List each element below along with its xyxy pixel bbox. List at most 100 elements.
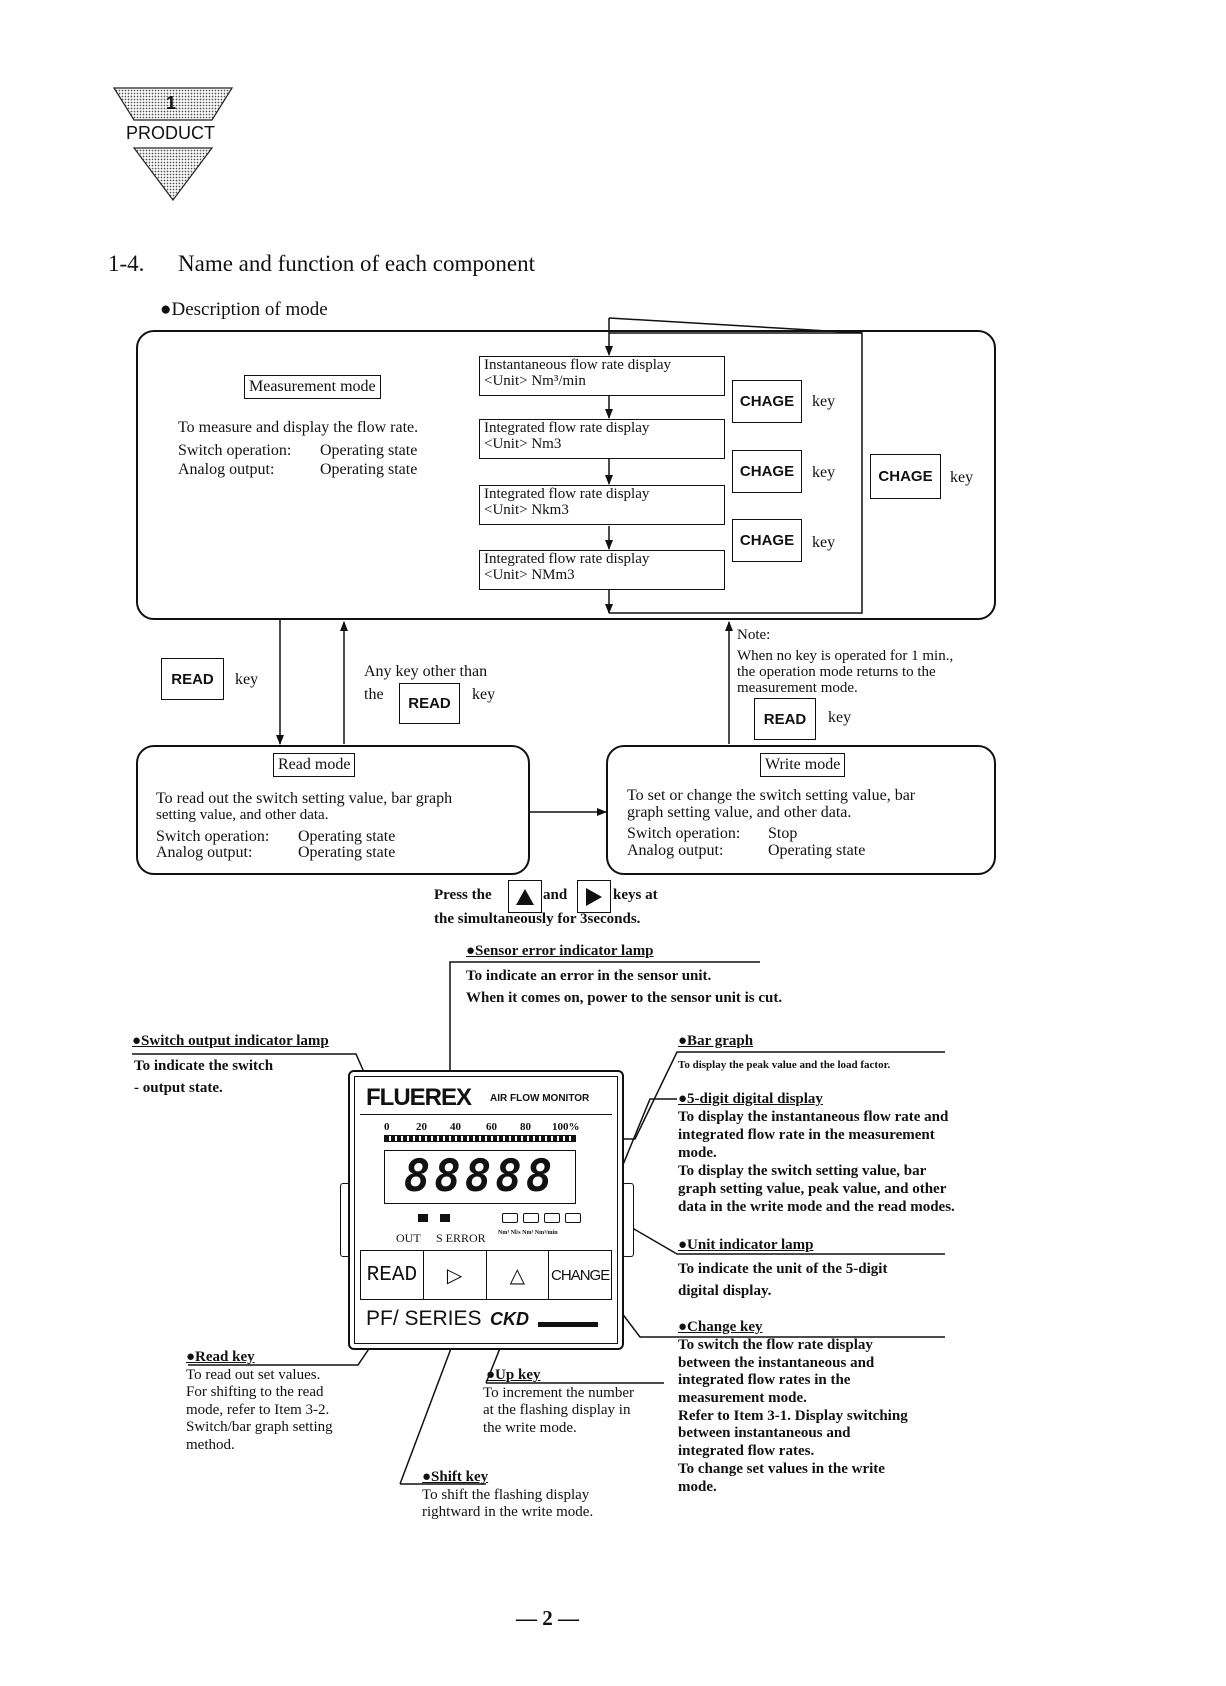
change-key-title: ●Change key: [678, 1319, 763, 1336]
section-title: Name and function of each component: [178, 251, 536, 276]
up-key-button[interactable]: △: [487, 1251, 550, 1299]
read-mode-row-value: Operating state: [298, 844, 396, 861]
display-line2: <Unit> NMm3: [484, 566, 575, 583]
shift-key-symbol[interactable]: [577, 880, 611, 913]
shift-key-line: rightward in the write mode.: [422, 1504, 594, 1521]
device-brand: FLUEREX: [366, 1084, 472, 1111]
sensor-error-line: When it comes on, power to the sensor un…: [466, 990, 783, 1006]
read-key-button[interactable]: READ: [361, 1251, 424, 1299]
and-text: and: [543, 887, 568, 903]
switch-output-line: To indicate the switch: [134, 1058, 274, 1074]
read-key-line: mode, refer to Item 3-2.: [186, 1401, 330, 1418]
write-mode-row-value: Operating state: [768, 842, 866, 859]
bar-scale-label: 80: [520, 1121, 531, 1133]
digital-display-line: To display the switch setting value, bar: [678, 1163, 927, 1179]
shift-key-desc: To shift the flashing display rightward …: [422, 1487, 593, 1522]
measurement-row-key: Switch operation:: [178, 442, 292, 459]
chage-key[interactable]: CHAGE: [732, 519, 802, 562]
measurement-mode-panel: [136, 330, 996, 620]
measurement-row-key: Analog output:: [178, 461, 275, 478]
measurement-row-value: Operating state: [320, 461, 418, 478]
bar-scale-label: 0: [384, 1121, 390, 1133]
serror-label: S ERROR: [436, 1231, 486, 1245]
chage-key-right[interactable]: CHAGE: [870, 454, 941, 499]
key-word: key: [235, 671, 259, 688]
switch-output-desc: To indicate the switch - output state.: [134, 1056, 273, 1100]
up-key-line: the write mode.: [483, 1419, 577, 1436]
note-line: When no key is operated for 1 min.,: [737, 648, 954, 664]
serror-lamp: [440, 1214, 450, 1222]
display-line1: Instantaneous flow rate display: [484, 357, 672, 373]
display-line1: Integrated flow rate display: [484, 551, 650, 567]
write-mode-desc: To set or change the switch setting valu…: [627, 787, 916, 804]
section-number: 1-4.: [108, 251, 145, 276]
bar-scale-label: 20: [416, 1121, 427, 1133]
series-label: PF/ SERIES: [366, 1307, 482, 1330]
up-key-line: To increment the number: [483, 1385, 634, 1401]
change-key-desc: To switch the flow rate display between …: [678, 1337, 908, 1496]
simultaneous-text: the simultaneously for 3seconds.: [434, 911, 641, 927]
read-key-desc: To read out set values. For shifting to …: [186, 1367, 333, 1454]
write-mode-desc: graph setting value, and other data.: [627, 804, 852, 821]
change-key-line: between the instantaneous and: [678, 1354, 875, 1371]
read-key-line: Switch/bar graph setting: [186, 1419, 333, 1436]
bar-scale-label: 60: [486, 1121, 497, 1133]
maker-logo: CKD: [490, 1309, 529, 1329]
device-inner-frame: [354, 1076, 618, 1344]
chapter-emblem-shape: [112, 87, 234, 201]
note-title: Note:: [737, 627, 771, 643]
shift-key-line: To shift the flashing display: [422, 1487, 590, 1503]
change-key-button[interactable]: CHANGE: [551, 1266, 610, 1284]
digital-display-line: graph setting value, peak value, and oth…: [678, 1181, 947, 1197]
unit-lamp-desc: To indicate the unit of the 5-digit digi…: [678, 1259, 887, 1303]
sensor-error-desc: To indicate an error in the sensor unit.…: [466, 967, 782, 1007]
device-panel: FLUEREX AIR FLOW MONITOR 0 20 40 60 80 1…: [340, 1070, 634, 1350]
digital-display-line: mode.: [678, 1145, 717, 1161]
digital-display-title-text: ●5-digit digital display: [678, 1091, 823, 1107]
switch-output-title-text: ●Switch output indicator lamp: [132, 1033, 329, 1049]
bar-scale-label: 100%: [552, 1121, 580, 1133]
display-instantaneous: Instantaneous flow rate display <Unit> N…: [479, 356, 725, 396]
shift-key-button[interactable]: ▷: [424, 1251, 487, 1299]
key-word: key: [812, 464, 836, 481]
key-word: key: [812, 534, 836, 551]
read-key-title: ●Read key: [186, 1349, 255, 1366]
sensor-error-title: ●Sensor error indicator lamp: [466, 943, 654, 960]
read-key[interactable]: READ: [161, 658, 224, 700]
out-label: OUT: [396, 1231, 421, 1245]
key-word: key: [472, 686, 496, 703]
unit-lamp-line: To indicate the unit of the 5-digit: [678, 1261, 888, 1277]
display-integrated-nmm3: Integrated flow rate display <Unit> NMm3: [479, 550, 725, 590]
display-integrated-nm3: Integrated flow rate display <Unit> Nm3: [479, 419, 725, 459]
key-word: key: [812, 393, 836, 410]
digital-display-desc: To display the instantaneous flow rate a…: [678, 1108, 955, 1216]
chapter-number: 1: [166, 93, 177, 113]
read-mode-row-value: Operating state: [298, 828, 396, 845]
display-line2: <Unit> Nm³/min: [484, 372, 586, 389]
unit-lamp-line: digital display.: [678, 1282, 772, 1299]
read-key[interactable]: READ: [399, 683, 460, 724]
unit-lamp: [502, 1213, 518, 1223]
chage-key[interactable]: CHAGE: [732, 380, 802, 423]
read-mode-desc: setting value, and other data.: [156, 807, 329, 823]
unit-lamp: [565, 1213, 581, 1223]
change-key-line: Refer to Item 3-1. Display switching: [678, 1407, 908, 1424]
mode-section-title: ●Description of mode: [160, 299, 328, 320]
out-lamp: [418, 1214, 428, 1222]
bar-graph: 0 20 40 60 80 100%: [384, 1121, 580, 1144]
device-brand-bar: FLUEREX AIR FLOW MONITOR: [360, 1084, 612, 1115]
any-key-the: the: [364, 686, 384, 703]
press-the-text: Press the: [434, 887, 492, 903]
read-key[interactable]: READ: [754, 698, 816, 740]
note-line: measurement mode.: [737, 680, 858, 696]
chapter-label: PRODUCT: [126, 123, 215, 143]
up-key-title-text: ●Up key: [486, 1367, 541, 1383]
measurement-row-value: Operating state: [320, 442, 418, 459]
unit-lamp-title-text: ●Unit indicator lamp: [678, 1237, 814, 1253]
change-key-line: To switch the flow rate display: [678, 1337, 873, 1353]
bar-graph-title: ●Bar graph: [678, 1033, 753, 1050]
write-mode-panel: [606, 745, 996, 875]
sensor-error-line: To indicate an error in the sensor unit.: [466, 968, 712, 984]
chage-key[interactable]: CHAGE: [732, 450, 802, 493]
up-key-symbol[interactable]: [508, 880, 542, 913]
